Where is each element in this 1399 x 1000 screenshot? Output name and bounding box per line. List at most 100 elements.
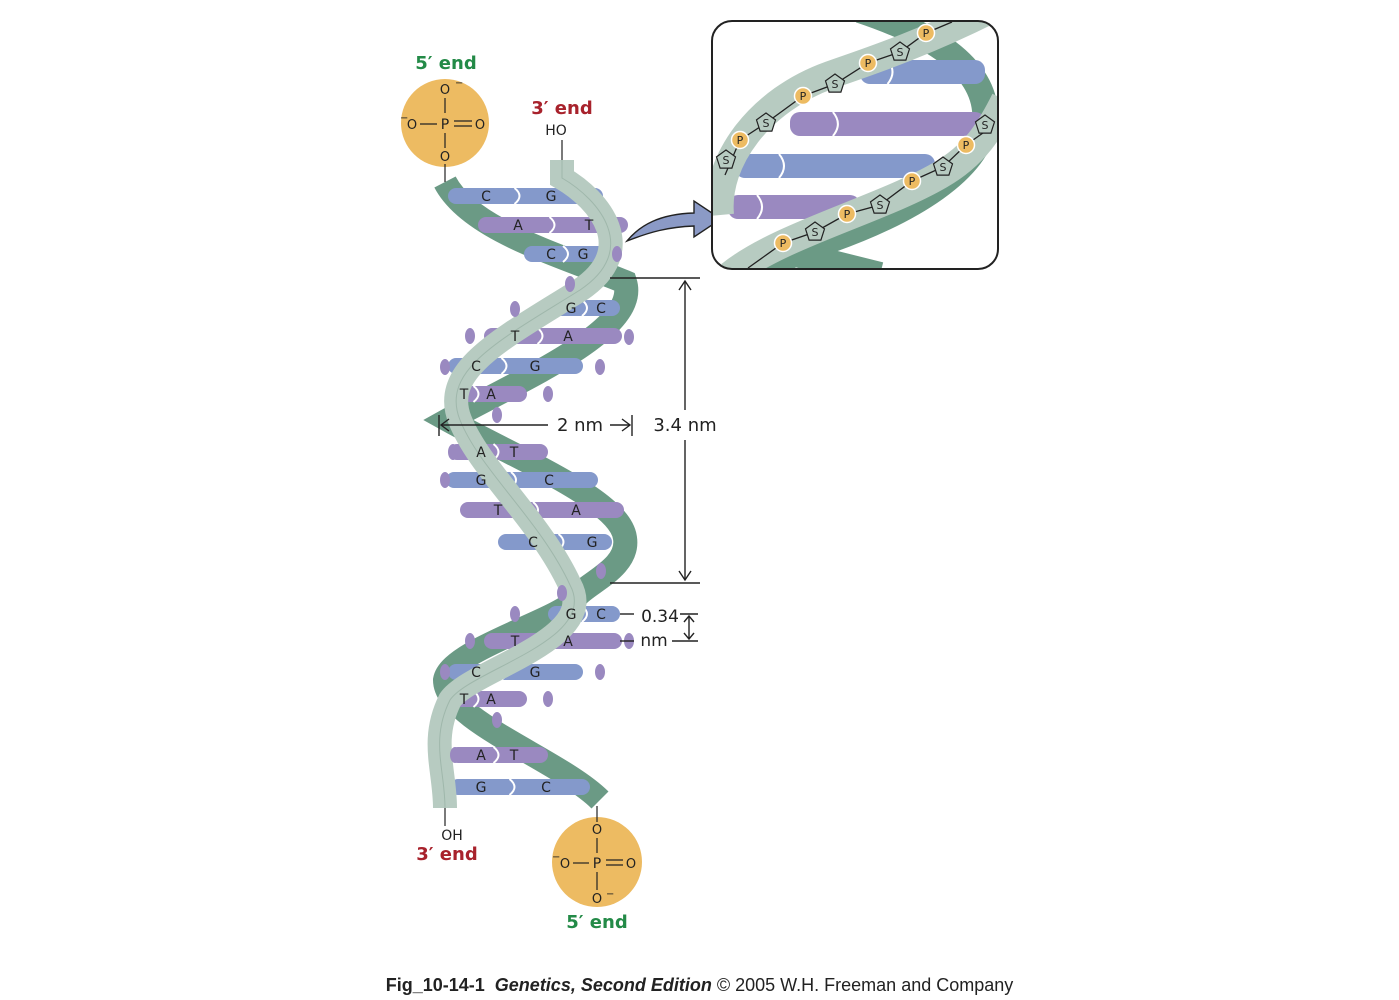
hydrogen-bond-gap [500,357,508,375]
backbone-dot [450,747,460,763]
width-label: 2 nm [557,415,603,436]
base-letter-left: T [459,692,469,708]
base-letter-left: C [481,189,491,205]
base-letter-left: T [510,634,520,650]
inset-phosphate [773,233,793,253]
backbone-dot [465,328,475,344]
inset-sugar-label: S [940,161,947,174]
inset-sugar-label: S [812,226,819,239]
base-letter-right: A [486,692,496,708]
base-letter-right: G [530,665,541,681]
base-letter-right: A [486,387,496,403]
backbone-dot [543,691,553,707]
backbone-dot [492,407,502,423]
hydrogen-bond-gap [548,216,556,234]
figure-caption: Fig_10-14-1 Genetics, Second Edition © 2… [0,975,1399,996]
inset-sugar [869,194,891,214]
inset-sugar-label: S [982,119,989,132]
inset-sugar [755,112,777,132]
base-letter-left: T [510,329,520,345]
base-letter-right: C [596,301,606,317]
base-letter-right: C [544,473,554,489]
phosphate-o-left-bottom: O [560,857,570,872]
hydrogen-bond-gap [492,746,500,764]
base-letter-left: G [476,473,487,489]
base-letter-right: G [587,535,598,551]
book-title: Genetics, Second Edition [494,975,712,995]
backbone-dot [612,246,622,262]
backbone-dot [440,664,450,680]
backbone-dot [440,359,450,375]
phosphate-o-left: O [407,118,417,133]
width-dimension [438,415,633,436]
hydroxyl-group-top: HO [545,123,567,139]
backbone-dot [510,606,520,622]
rise-dimension [620,613,698,642]
inset-bar-gap [778,153,785,179]
inset-sugar [824,73,846,93]
base-letter-left: G [566,301,577,317]
inset-sugar [715,149,737,169]
hydroxyl-group-bottom: OH [441,828,463,844]
hydrogen-bond-gap [513,187,521,205]
backbone-dot [510,301,520,317]
base-pair-bar [446,472,598,488]
inset-base-bar [790,112,985,136]
phosphate-group-bottom: P O O − O O − [552,806,642,907]
base-letter-left: A [476,445,486,461]
phosphate-charge-bottom: − [606,889,614,900]
phosphate-o-top: O [440,83,450,98]
inset-sugar-label: S [897,46,904,59]
base-letter-right: T [584,218,594,234]
inset-phosphate [916,23,936,43]
base-letter-right: A [563,634,573,650]
hydrogen-bond-gap [562,245,569,263]
backbone-dot [595,359,605,375]
base-letter-right: C [541,780,551,796]
inset-phosphate-label: P [737,134,744,147]
inset-phosphate-label: P [865,57,872,70]
inset-bar-gap [756,194,764,220]
inset-phosphate-label: P [963,139,970,152]
phosphate-o-bottom-bottom: O [592,892,602,907]
inset-bar-gap [832,111,839,137]
backbone-dot [543,386,553,402]
figure-id: Fig_10-14-1 [385,975,485,995]
rise-value-label: 0.34 [641,607,679,627]
base-pair-bar [460,502,624,518]
copyright: © 2005 W.H. Freeman and Company [716,975,1014,995]
inset-phosphate-label: P [844,208,851,221]
three-prime-end-top-label: 3′ end [531,98,592,119]
inset-sugar-label: S [723,154,730,167]
helix-front-strand-edge [439,160,612,809]
phosphate-p: P [441,117,449,133]
backbone-dot [492,712,502,728]
backbone-dot [596,502,606,518]
inset-phosphate [793,86,813,106]
inset-phosphate-label: P [923,27,930,40]
inset-sugar-label: S [763,117,770,130]
inset-phosphate [956,135,976,155]
inset-sugar [804,221,826,241]
inset-sugar [974,114,996,134]
base-pair-bar [450,779,590,795]
phosphate-o-right-bottom: O [626,857,636,872]
inset-phosphate-label: P [800,90,807,103]
three-prime-end-bottom-label: 3′ end [416,844,477,865]
rise-unit-label: nm [640,631,667,651]
base-letter-left: A [476,748,486,764]
backbone-dot [565,276,575,292]
pitch-label: 3.4 nm [653,415,716,436]
base-letter-left: G [566,607,577,623]
base-letter-right: A [563,329,573,345]
pitch-dimension [610,277,700,584]
inset-sugar [889,41,911,61]
base-letter-right: G [530,359,541,375]
inset-phosphate-label: P [780,237,787,250]
base-pair-bar [478,217,628,233]
inset-frame [711,20,999,270]
phosphate-charge-left-bottom: − [552,852,560,863]
five-prime-end-bottom-label: 5′ end [566,912,627,933]
